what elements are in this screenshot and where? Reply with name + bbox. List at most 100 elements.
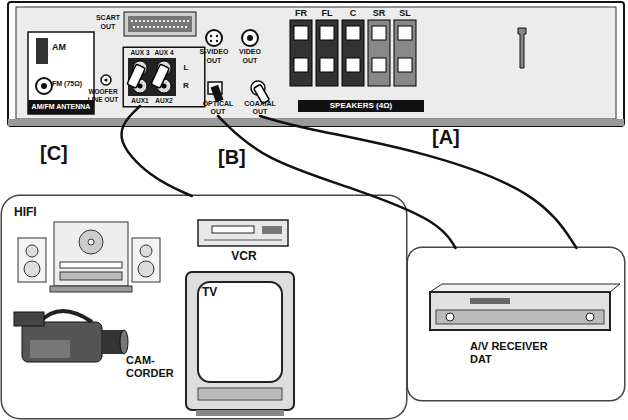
woofer-jack <box>101 75 111 85</box>
speaker-terminal <box>320 58 334 72</box>
speaker-terminal <box>290 20 312 86</box>
optical-output-jack: OPTICAL OUT <box>198 78 238 116</box>
rca-jack-plate <box>128 58 176 96</box>
node-label: SL <box>394 8 416 19</box>
port-label: VIDEO OUT <box>234 48 266 65</box>
cable-label: [C] <box>40 142 68 164</box>
port-label: SCART OUT <box>92 14 124 31</box>
tv-illustration <box>186 272 294 416</box>
antenna-terminal <box>36 38 48 64</box>
node-label: COAXIAL OUT <box>240 100 280 116</box>
node-label: L <box>180 63 192 73</box>
receiver-illustration <box>436 310 604 324</box>
node-label: OPTICAL OUT <box>198 100 238 116</box>
speaker-terminal <box>398 26 412 40</box>
camcorder-illustration <box>40 311 92 322</box>
tv-illustration <box>186 272 294 410</box>
scart-connector <box>128 16 192 32</box>
ground-screw <box>518 28 526 68</box>
rear-panel <box>8 2 624 126</box>
node-label: FM (75Ω) <box>52 80 94 89</box>
camcorder-illustration <box>22 322 102 362</box>
receiver-illustration <box>430 284 620 330</box>
hifi-illustration <box>60 272 122 280</box>
port-label: S-VIDEO OUT <box>196 48 232 65</box>
node-label: R <box>180 81 192 91</box>
node-label: A/V RECEIVER DAT <box>470 340 570 365</box>
rca-plug <box>151 64 169 88</box>
woofer-jack <box>104 78 107 81</box>
receiver-illustration <box>430 292 610 330</box>
rear-panel <box>8 119 624 126</box>
source-device-group: HIFIVCRTVCAM-CORDER <box>2 196 406 418</box>
node-label: FR <box>290 8 312 19</box>
speaker-terminal <box>316 20 338 86</box>
svideo-jack <box>210 35 212 37</box>
node-label: AM <box>52 42 82 53</box>
node-label: SR <box>368 8 390 19</box>
receiver-group: A/V RECEIVER DAT <box>408 248 624 400</box>
antenna-terminal <box>28 32 94 114</box>
signal-cable <box>260 116 576 248</box>
speaker-terminal <box>294 26 308 40</box>
video-jack <box>242 30 258 46</box>
optical-jack <box>211 85 224 103</box>
speaker-terminal <box>398 58 412 72</box>
receiver-illustration <box>446 313 454 321</box>
speaker-terminal-block: FRFLCSRSLSPEAKERS (4Ω) <box>284 8 424 116</box>
rca-jack-plate <box>128 58 176 96</box>
audio-input-jack-block: AUX 3AUX 4LRAUX1AUX2 <box>124 48 204 106</box>
node-label: AUX1 <box>128 97 152 105</box>
node-label: AUX 3 <box>128 49 152 57</box>
hifi-illustration <box>132 238 160 282</box>
camcorder-illustration <box>30 340 70 358</box>
speaker-terminal <box>342 20 364 86</box>
vcr-illustration <box>204 240 282 241</box>
tv-illustration <box>198 282 282 382</box>
hifi-illustration <box>88 239 94 245</box>
node-label: AUX2 <box>152 97 176 105</box>
scart-connector <box>133 26 189 28</box>
speaker-terminal <box>294 58 308 72</box>
scart-connector <box>124 12 196 36</box>
antenna-terminal <box>36 78 52 94</box>
vcr-unit: VCR <box>194 216 294 268</box>
vcr-illustration <box>198 220 288 246</box>
signal-cable <box>218 116 456 248</box>
vcr-illustration <box>212 226 254 233</box>
vcr-illustration <box>262 226 282 234</box>
receiver-illustration <box>586 313 594 321</box>
cable-label: [A] <box>432 126 460 148</box>
speaker-terminal <box>346 26 360 40</box>
ground-screw <box>518 28 526 68</box>
node-label: VCR <box>194 250 294 264</box>
scart-connector <box>124 12 196 36</box>
speaker-terminal <box>394 20 416 86</box>
hifi-illustration <box>138 261 154 277</box>
video-jack <box>242 30 258 46</box>
hifi-illustration <box>26 245 38 257</box>
coaxial-output-jack: COAXIAL OUT <box>240 78 280 116</box>
node-label: CAM-CORDER <box>126 354 182 379</box>
speaker-terminal <box>372 58 386 72</box>
optical-jack <box>208 82 224 103</box>
rca-plug <box>127 64 145 88</box>
speaker-terminal <box>372 26 386 40</box>
hifi-system: HIFI <box>12 204 162 296</box>
node-label: FL <box>316 8 338 19</box>
vcr-illustration <box>198 220 288 246</box>
svideo-jack <box>206 30 222 46</box>
rca-plug <box>127 64 169 88</box>
scart-connector <box>131 20 189 22</box>
camcorder-illustration <box>14 311 128 362</box>
receiver-illustration <box>430 284 620 292</box>
node-label: SPEAKERS (4Ω) <box>298 100 424 112</box>
camcorder: CAM-CORDER <box>10 300 180 400</box>
camcorder-illustration <box>120 330 128 354</box>
camcorder-illustration <box>14 312 44 326</box>
hifi-illustration <box>79 230 103 254</box>
antenna-terminal-block: AMFM (75Ω)AM/FM ANTENNA <box>28 32 94 114</box>
